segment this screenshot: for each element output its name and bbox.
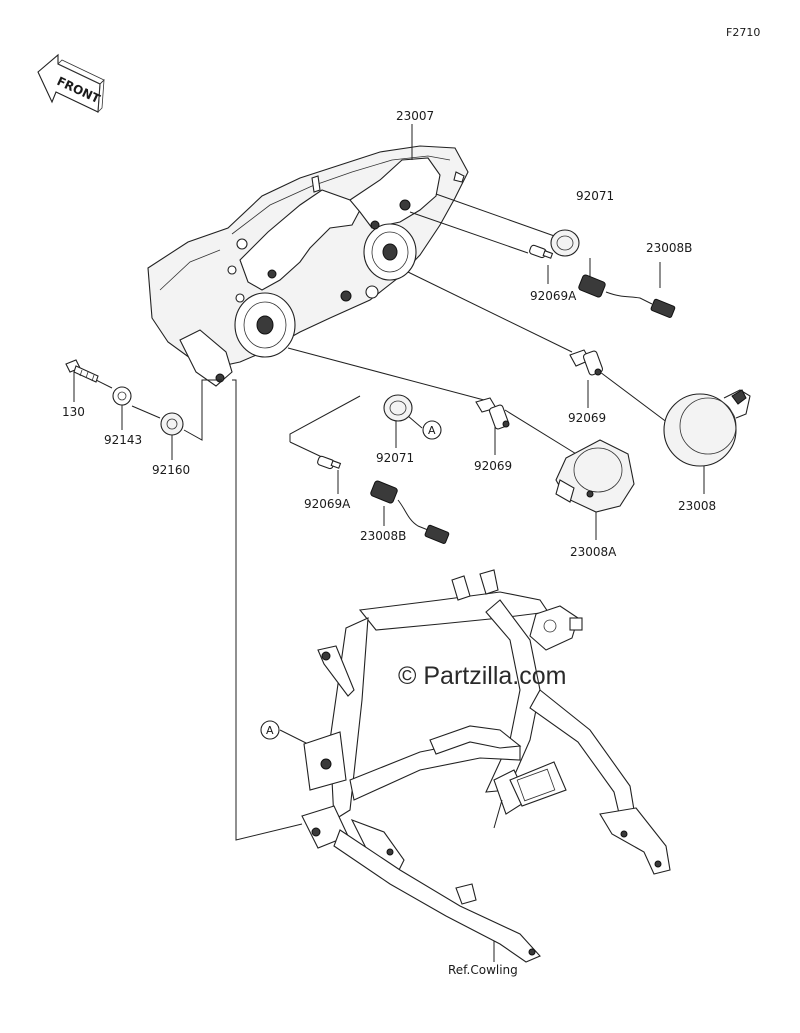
bolt-130 (65, 359, 99, 383)
callout-a-lower-label: A (266, 724, 274, 737)
bulb-92069A-top (529, 244, 554, 259)
bulb-92069-right (569, 349, 604, 376)
headlight-assembly (147, 145, 469, 387)
label-92069A-low: 92069A (304, 497, 351, 511)
label-130: 130 (62, 405, 85, 419)
label-23008A: 23008A (570, 545, 617, 559)
label-92071-top: 92071 (576, 189, 614, 203)
label-92069-right: 92069 (568, 411, 606, 425)
label-92143: 92143 (104, 433, 142, 447)
label-92160: 92160 (152, 463, 190, 477)
socket-23008B-low (370, 480, 450, 544)
label-92069-mid: 92069 (474, 459, 512, 473)
callout-a-lower: A (260, 720, 280, 740)
front-arrow-icon: FRONT (37, 53, 105, 114)
grommet-92071-mid (383, 394, 413, 422)
label-92071-mid: 92071 (376, 451, 414, 465)
watermark-text: © Partzilla.com (398, 662, 566, 690)
socket-23008B-top (578, 274, 676, 318)
label-92069A-top: 92069A (530, 289, 577, 303)
callout-a-upper-label: A (428, 424, 436, 437)
figure-code: F2710 (726, 26, 760, 39)
bulb-92069A-low (317, 455, 342, 470)
label-23008B-low: 23008B (360, 529, 406, 543)
ref-cowling-note: Ref.Cowling (448, 963, 518, 977)
collar-92143 (112, 386, 132, 406)
leader-lines (73, 124, 705, 962)
label-23007: 23007 (396, 109, 434, 123)
cap-23008A (555, 439, 635, 513)
damper-92160 (160, 412, 184, 436)
label-23008: 23008 (678, 499, 716, 513)
mounting-bracket-frame (301, 569, 671, 963)
label-23008B-top: 23008B (646, 241, 692, 255)
callout-a-upper: A (422, 420, 442, 440)
cap-23008 (663, 389, 751, 467)
grommet-92071-top (550, 229, 580, 257)
bulb-92069-mid (475, 397, 510, 430)
